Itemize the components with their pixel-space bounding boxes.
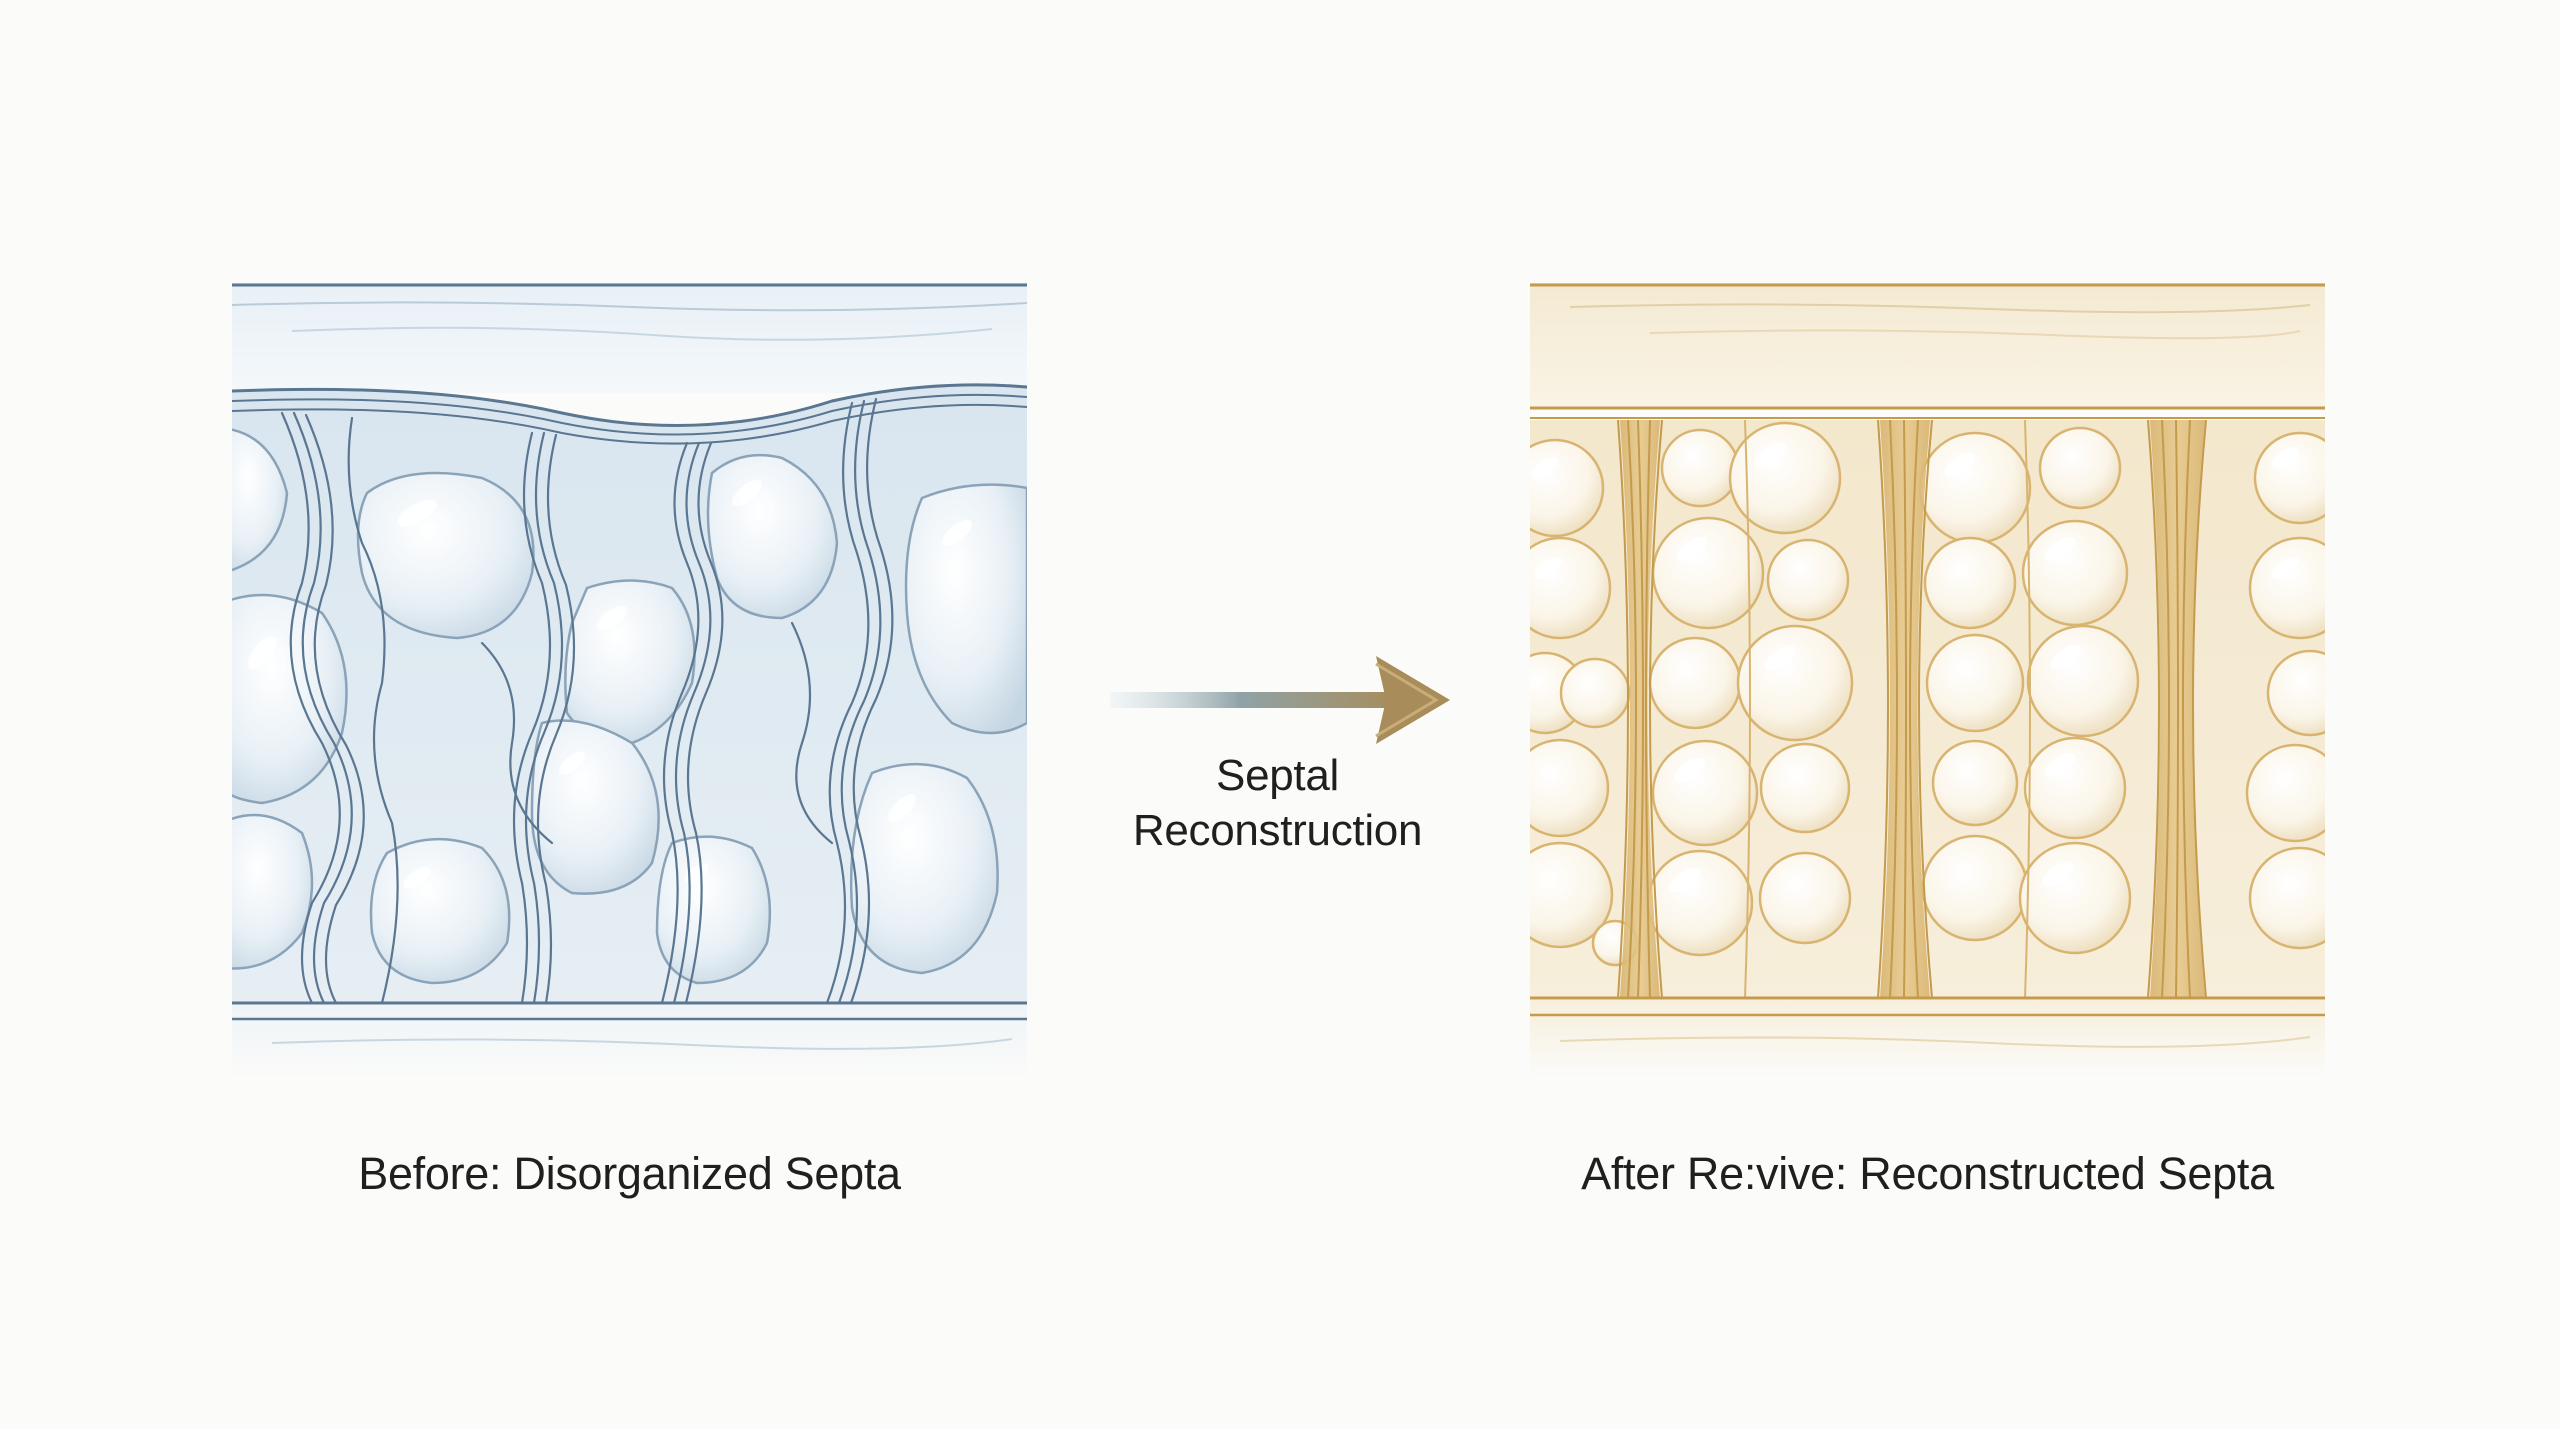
before-septa-strands (280, 397, 894, 1005)
transition-label: Septal Reconstruction (1090, 748, 1465, 858)
after-fat-cells (1530, 421, 2325, 967)
before-septa-band (232, 383, 1027, 445)
before-caption: Before: Disorganized Septa (358, 1148, 901, 1199)
after-tissue-panel (1530, 283, 2325, 1078)
transition-label-line1: Septal (1216, 751, 1339, 800)
before-epidermis-band (232, 283, 1027, 393)
after-epidermis-band (1530, 283, 2325, 408)
after-caption: After Re:vive: Reconstructed Septa (1581, 1148, 2274, 1199)
transition-arrow (1110, 656, 1450, 744)
transition-label-line2: Reconstruction (1132, 806, 1423, 855)
before-tissue-panel (232, 283, 1027, 1078)
